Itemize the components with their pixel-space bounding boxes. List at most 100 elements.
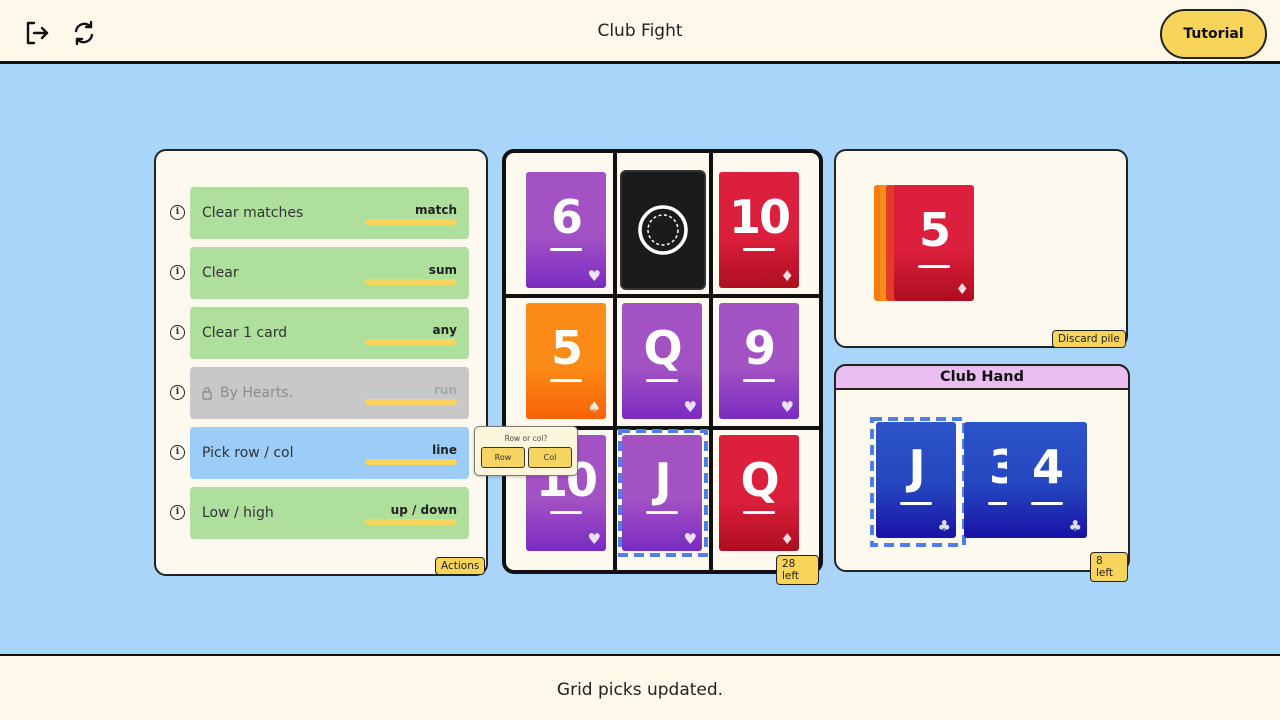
card-underline: [550, 379, 582, 382]
card-rank: 5: [918, 203, 951, 257]
card-underline: [988, 502, 1020, 505]
action-bar: [365, 399, 457, 405]
card-underline: [900, 502, 932, 505]
action-bar: [365, 459, 457, 465]
grid-card[interactable]: 9 ♥: [719, 303, 799, 419]
action-tag: line: [432, 443, 457, 457]
actions-panel: i Clear matches match i Clear sum i Clea…: [154, 149, 488, 576]
heart-icon: ♥: [587, 267, 601, 285]
hand-title: Club Hand: [834, 364, 1130, 390]
card-underline: [646, 379, 678, 382]
grid-card-selected[interactable]: J ♥: [622, 435, 702, 551]
discard-top-card[interactable]: 5 ♦: [894, 185, 974, 301]
card-rank: 10: [728, 190, 791, 244]
card-rank: 6: [550, 190, 583, 244]
card-rank: Q: [740, 453, 779, 507]
club-icon: ♣: [937, 517, 951, 535]
face-down-card[interactable]: [620, 170, 706, 290]
hand-remaining-tag: 8 left: [1090, 552, 1128, 582]
card-underline: [743, 511, 775, 514]
card-underline: [550, 511, 582, 514]
info-icon[interactable]: i: [170, 445, 185, 460]
status-bar: Grid picks updated.: [0, 654, 1280, 720]
spade-icon: ♠: [587, 398, 601, 416]
card-rank: 9: [743, 321, 776, 375]
action-tag: sum: [428, 263, 457, 277]
clear-sum-button[interactable]: Clear sum: [190, 247, 469, 299]
header-bar: Club Fight Tutorial: [0, 0, 1280, 64]
grid-card[interactable]: 6 ♥: [526, 172, 606, 288]
action-row: i Clear sum: [170, 247, 470, 299]
action-row: i Pick row / col line: [170, 427, 470, 479]
diamond-icon: ♦: [955, 280, 969, 298]
heart-icon: ♥: [683, 530, 697, 548]
card-rank: J: [654, 453, 671, 507]
card-underline: [918, 265, 950, 268]
exit-icon[interactable]: [24, 20, 50, 46]
grid-divider: [506, 426, 819, 430]
card-underline: [646, 511, 678, 514]
clear-one-card-button[interactable]: Clear 1 card any: [190, 307, 469, 359]
hand-card-selected[interactable]: J ♣: [876, 422, 956, 538]
info-icon[interactable]: i: [170, 385, 185, 400]
card-grid: 6 ♥ 10 ♦ 5 ♠ Q ♥ 9 ♥ 10 ♥ J ♥: [502, 149, 823, 585]
diamond-icon: ♦: [780, 267, 794, 285]
page-title: Club Fight: [597, 21, 683, 41]
grid-divider: [506, 294, 819, 298]
action-row: i Low / high up / down: [170, 487, 470, 539]
actions-tag: Actions: [435, 557, 486, 575]
action-bar: [365, 519, 457, 525]
hand-panel: Club Hand 3 ♣ J ♣ 4 ♣ 8 left: [834, 364, 1130, 582]
club-icon: ♣: [1068, 517, 1082, 535]
card-underline: [550, 248, 582, 251]
grid-remaining-tag: 28 left: [776, 555, 819, 585]
card-rank: J: [908, 440, 925, 494]
grid-card[interactable]: 10 ♦: [719, 172, 799, 288]
action-label: Pick row / col: [202, 445, 294, 461]
card-rank: Q: [643, 321, 682, 375]
clear-matches-button[interactable]: Clear matches match: [190, 187, 469, 239]
action-label: Clear: [202, 265, 239, 281]
row-button[interactable]: Row: [481, 447, 525, 468]
action-bar: [365, 339, 457, 345]
col-button[interactable]: Col: [528, 447, 572, 468]
action-row: i Clear 1 card any: [170, 307, 470, 359]
action-row: i Clear matches match: [170, 187, 470, 239]
info-icon[interactable]: i: [170, 325, 185, 340]
grid-card[interactable]: 5 ♠: [526, 303, 606, 419]
row-col-popover: Row or col? Row Col: [474, 426, 578, 476]
grid-card[interactable]: Q ♦: [719, 435, 799, 551]
action-bar: [365, 219, 457, 225]
action-bar: [365, 279, 457, 285]
pick-row-col-button[interactable]: Pick row / col line: [190, 427, 469, 479]
grid-divider: [613, 153, 617, 570]
tutorial-button[interactable]: Tutorial: [1160, 9, 1267, 59]
info-icon[interactable]: i: [170, 205, 185, 220]
heart-icon: ♥: [683, 398, 697, 416]
popover-title: Row or col?: [504, 434, 548, 443]
action-label: By Hearts.: [220, 385, 294, 401]
hand-card[interactable]: 4 ♣: [1007, 422, 1087, 538]
info-icon[interactable]: i: [170, 265, 185, 280]
card-back-emblem-icon: [638, 205, 688, 255]
info-icon[interactable]: i: [170, 505, 185, 520]
low-high-button[interactable]: Low / high up / down: [190, 487, 469, 539]
restart-icon[interactable]: [71, 20, 97, 46]
card-underline: [743, 379, 775, 382]
action-label: Low / high: [202, 505, 274, 521]
action-label: Clear 1 card: [202, 325, 288, 341]
card-rank: 5: [550, 321, 583, 375]
discard-tag: Discard pile: [1052, 330, 1126, 348]
grid-divider: [709, 153, 713, 570]
selection-outline: [618, 429, 708, 557]
card-rank: 4: [1031, 440, 1064, 494]
discard-panel: 5 ♦ Discard pile: [834, 149, 1128, 348]
action-row: i By Hearts. run: [170, 367, 470, 419]
diamond-icon: ♦: [780, 530, 794, 548]
action-tag: run: [433, 383, 457, 397]
heart-icon: ♥: [587, 530, 601, 548]
lock-icon: [202, 387, 212, 400]
selection-outline: [870, 417, 966, 547]
grid-card[interactable]: Q ♥: [622, 303, 702, 419]
action-tag: match: [415, 203, 457, 217]
